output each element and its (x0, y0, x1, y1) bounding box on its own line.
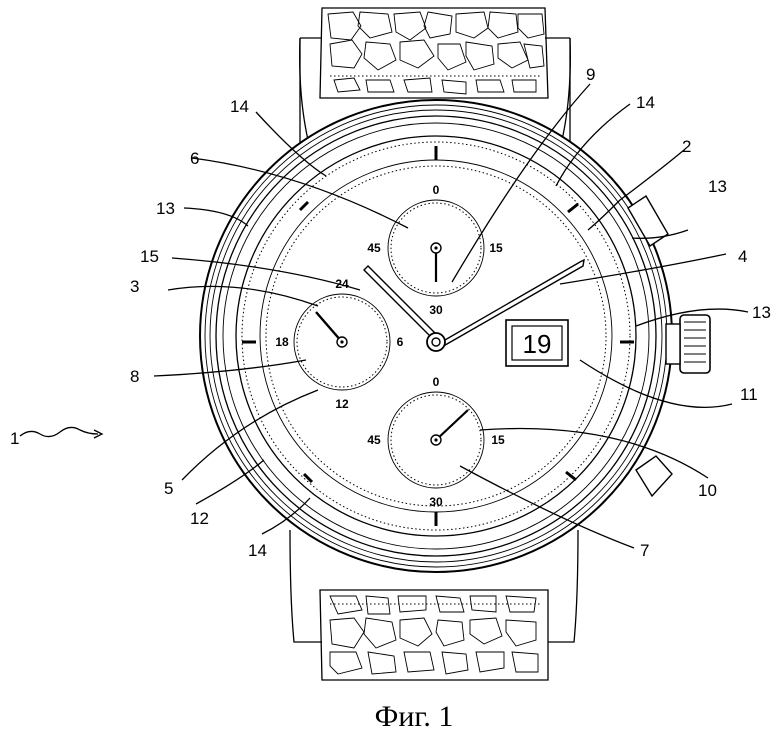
subdial-bottom-label-right: 15 (491, 433, 505, 447)
ref-13-left: 13 (156, 199, 175, 218)
subdial-left-label-bottom: 12 (335, 397, 349, 411)
ref-13-upper-right: 13 (708, 177, 727, 196)
ref-14-upper-right: 14 (636, 93, 655, 112)
central-hands (363, 258, 585, 352)
lower-strap (289, 529, 579, 681)
reference-numerals: 1 2 3 4 5 6 7 8 9 10 11 12 13 13 13 14 1… (10, 65, 771, 560)
ref-14-upper-left: 14 (230, 97, 249, 116)
subdial-top-label-right: 15 (489, 241, 503, 255)
ref-12: 12 (190, 509, 209, 528)
ref-7: 7 (640, 541, 649, 560)
hour-markers (242, 146, 634, 526)
subdial-top-label-bottom: 30 (429, 303, 443, 317)
ref-1: 1 (10, 429, 19, 448)
ref-6: 6 (190, 149, 199, 168)
subdial-top: 0 15 30 45 (367, 183, 503, 317)
ref-5: 5 (164, 479, 173, 498)
subdial-left-label-left: 18 (275, 335, 289, 349)
subdial-left-label-top: 24 (335, 277, 349, 291)
date-window: 19 (505, 319, 569, 367)
ref-3: 3 (130, 277, 139, 296)
subdial-bottom: 0 15 30 45 (367, 375, 505, 509)
ref-13-right: 13 (752, 303, 771, 322)
figure-caption: Фиг. 1 (375, 700, 454, 733)
lower-pusher (635, 455, 673, 498)
ref-15: 15 (140, 247, 159, 266)
date-value: 19 (523, 329, 552, 359)
upper-pusher (627, 195, 669, 247)
subdial-bottom-label-bottom: 30 (429, 495, 443, 509)
subdial-top-label-left: 45 (367, 241, 381, 255)
ref-10: 10 (698, 481, 717, 500)
ref-2: 2 (682, 137, 691, 156)
subdial-left-label-right: 6 (397, 335, 404, 349)
upper-strap (299, 7, 571, 150)
ref-8: 8 (130, 367, 139, 386)
ref-4: 4 (738, 247, 747, 266)
subdial-bottom-label-left: 45 (367, 433, 381, 447)
ref-14-lower: 14 (248, 541, 267, 560)
subdial-bottom-label-top: 0 (433, 375, 440, 389)
leader-lines (19, 83, 749, 549)
subdial-left: 24 6 12 18 (275, 277, 403, 411)
crown (679, 314, 711, 374)
ref-9: 9 (586, 65, 595, 84)
ref-11: 11 (740, 385, 758, 404)
crown-and-pushers (627, 195, 711, 498)
subdial-top-label-top: 0 (433, 183, 440, 197)
